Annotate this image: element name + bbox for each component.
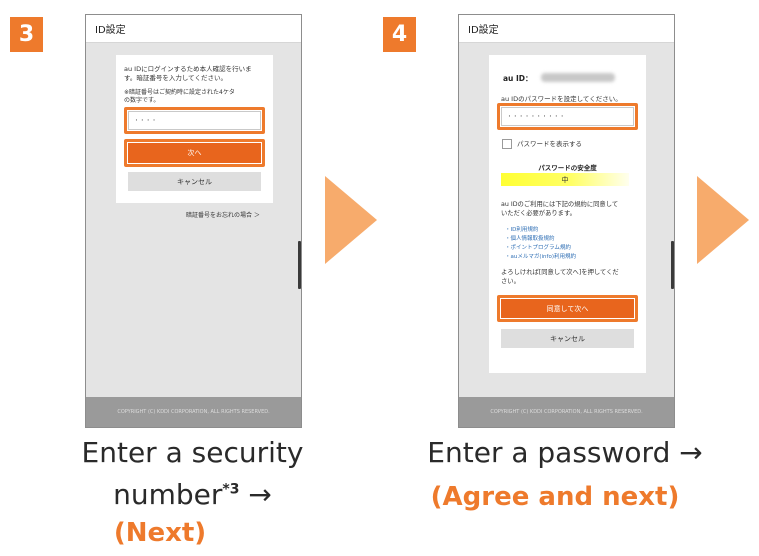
password-input[interactable]: ·········· — [501, 107, 634, 126]
au-id-label: au ID： — [503, 74, 533, 83]
au-id-value-redacted — [541, 73, 615, 82]
input-highlight-frame — [124, 107, 265, 134]
terms-text: au IDのご利用には下記の規約に同意して いただく必要があります。 — [501, 201, 619, 217]
password-highlight-frame — [497, 103, 638, 130]
forgot-pin-link[interactable]: 暗証番号をお忘れの場合 ＞ — [186, 212, 260, 219]
login-card: au IDにログインするため本人確認を行いま す。暗証番号を入力してください。 … — [116, 55, 273, 203]
terms-link-privacy[interactable]: ・個人情報取扱規約 — [505, 236, 555, 242]
password-prompt: au IDのパスワードを設定してください。 — [501, 95, 622, 103]
terms-link-mailmag[interactable]: ・auメルマガ(info)利用規約 — [505, 254, 576, 260]
password-strength-meter: 中 — [501, 173, 629, 186]
security-number-input[interactable]: ···· — [128, 111, 261, 130]
phone-screen-step-4: ID設定 au ID： au IDのパスワードを設定してください。 ······… — [458, 14, 675, 428]
next-button-highlight-frame — [124, 139, 265, 167]
agree-and-next-button[interactable]: 同意して次へ — [501, 299, 634, 318]
continue-arrow — [697, 176, 749, 264]
scrollbar[interactable] — [671, 241, 674, 289]
step-3-badge: 3 — [10, 17, 43, 52]
step-4-badge: 4 — [383, 17, 416, 52]
step-4-caption-agree: (Agree and next) — [430, 482, 680, 512]
cancel-button[interactable]: キャンセル — [128, 172, 261, 191]
screen-header: ID設定 — [459, 15, 674, 43]
instruction-text: au IDにログインするため本人確認を行いま す。暗証番号を入力してください。 — [124, 65, 252, 82]
next-step-arrow — [325, 176, 377, 264]
terms-link-points[interactable]: ・ポイントプログラム規約 — [505, 245, 571, 251]
copyright-footer: COPYRIGHT (C) KDDI CORPORATION, ALL RIGH… — [459, 397, 674, 427]
password-strength-title: パスワードの安全度 — [538, 164, 597, 172]
show-password-checkbox[interactable] — [502, 139, 512, 149]
step-3-caption-next: (Next) — [113, 518, 207, 548]
agree-button-highlight-frame — [497, 295, 638, 322]
screen-header: ID設定 — [86, 15, 301, 43]
show-password-label: パスワードを表示する — [517, 140, 582, 148]
agree-instruction: よろしければ[同意して次へ]を押してくだ さい。 — [501, 269, 619, 285]
next-button[interactable]: 次へ — [128, 143, 261, 163]
step-3-caption-line-1: Enter a security — [81, 436, 304, 469]
step-3-caption-line-2: number*3 → — [113, 478, 272, 511]
password-card: au ID： au IDのパスワードを設定してください。 ·········· … — [489, 55, 646, 373]
terms-links: ・ID利用規約 ・個人情報取扱規約 ・ポイントプログラム規約 ・auメルマガ(i… — [505, 226, 576, 262]
scrollbar[interactable] — [298, 241, 301, 289]
copyright-footer: COPYRIGHT (C) KDDI CORPORATION, ALL RIGH… — [86, 397, 301, 427]
cancel-button[interactable]: キャンセル — [501, 329, 634, 348]
pin-note: ※暗証番号はご契約時に設定された4ケタ の数字です。 — [124, 89, 235, 104]
step-4-caption-line-1: Enter a password → — [427, 436, 703, 469]
terms-link-id[interactable]: ・ID利用規約 — [505, 227, 539, 233]
phone-screen-step-3: ID設定 au IDにログインするため本人確認を行いま す。暗証番号を入力してく… — [85, 14, 302, 428]
